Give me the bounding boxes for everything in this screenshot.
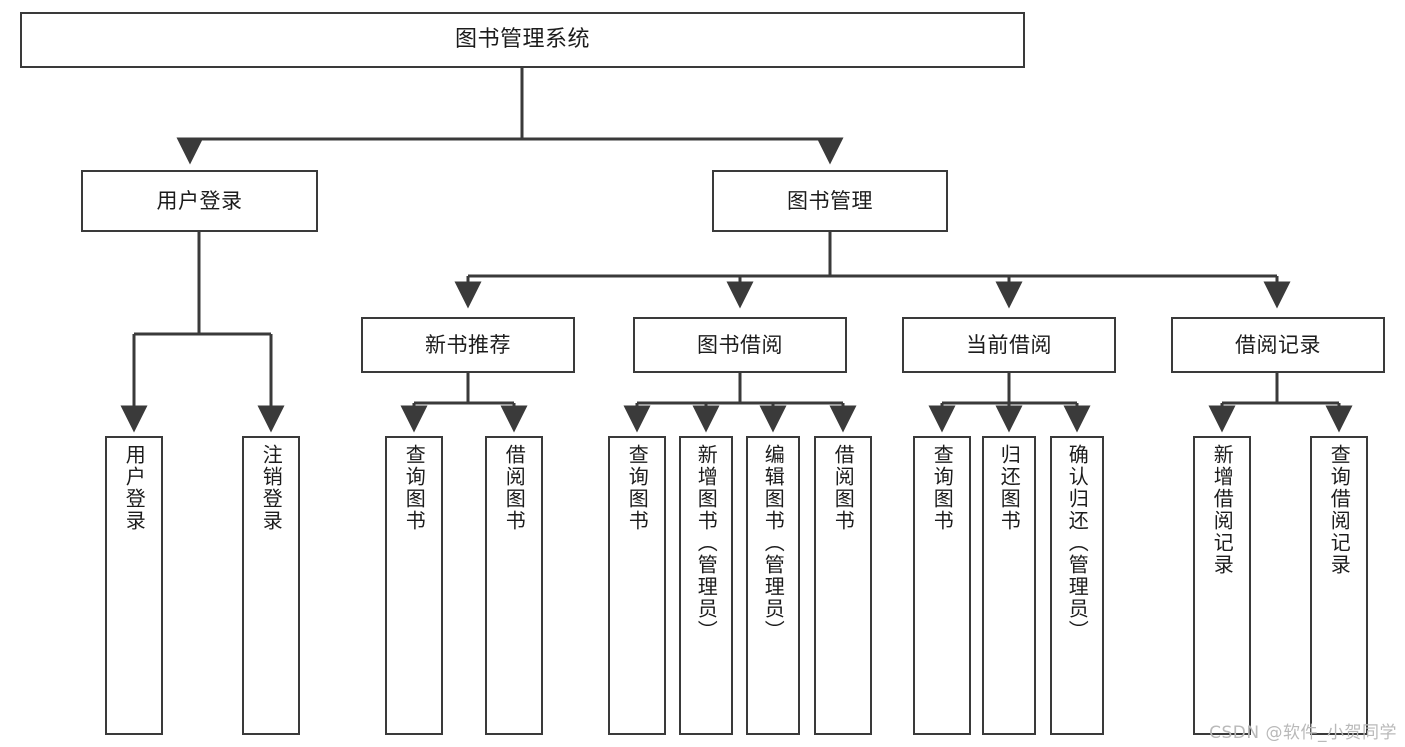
node-leaf-user-login[interactable]: 用户登录 — [105, 436, 163, 735]
node-leaf-return-book[interactable]: 归还图书 — [982, 436, 1036, 735]
node-leaf-add-record-label: 新增借阅记录 — [1210, 444, 1235, 576]
node-leaf-confirm-return-label: 确认归还（管理员） — [1065, 444, 1090, 642]
node-leaf-edit-book-label: 编辑图书（管理员） — [761, 444, 786, 642]
node-leaf-query-record[interactable]: 查询借阅记录 — [1310, 436, 1368, 735]
node-leaf-logout-login-label: 注销登录 — [259, 444, 284, 532]
node-leaf-add-record[interactable]: 新增借阅记录 — [1193, 436, 1251, 735]
node-leaf-query-book-2-label: 查询图书 — [625, 444, 650, 532]
node-leaf-query-book-2[interactable]: 查询图书 — [608, 436, 666, 735]
node-new-book-recommend[interactable]: 新书推荐 — [361, 317, 575, 373]
node-leaf-edit-book[interactable]: 编辑图书（管理员） — [746, 436, 800, 735]
node-leaf-query-record-label: 查询借阅记录 — [1327, 444, 1352, 576]
node-leaf-query-book-3-label: 查询图书 — [930, 444, 955, 532]
node-leaf-borrow-book-1-label: 借阅图书 — [502, 444, 527, 532]
node-leaf-borrow-book-1[interactable]: 借阅图书 — [485, 436, 543, 735]
node-new-book-recommend-label: 新书推荐 — [425, 332, 511, 357]
node-leaf-user-login-label: 用户登录 — [122, 444, 147, 532]
node-leaf-add-book[interactable]: 新增图书（管理员） — [679, 436, 733, 735]
node-book-borrow[interactable]: 图书借阅 — [633, 317, 847, 373]
node-book-borrow-label: 图书借阅 — [697, 332, 783, 357]
node-leaf-borrow-book-2-label: 借阅图书 — [831, 444, 856, 532]
node-user-login-label: 用户登录 — [156, 188, 243, 213]
node-current-borrow[interactable]: 当前借阅 — [902, 317, 1116, 373]
node-book-manage-label: 图书管理 — [787, 188, 873, 213]
node-leaf-query-book-1-label: 查询图书 — [402, 444, 427, 532]
node-leaf-logout-login[interactable]: 注销登录 — [242, 436, 300, 735]
node-borrow-record[interactable]: 借阅记录 — [1171, 317, 1385, 373]
node-root[interactable]: 图书管理系统 — [20, 12, 1025, 68]
node-borrow-record-label: 借阅记录 — [1235, 332, 1321, 357]
csdn-watermark: CSDN @软件_小贺同学 — [1209, 723, 1397, 743]
node-leaf-confirm-return[interactable]: 确认归还（管理员） — [1050, 436, 1104, 735]
node-root-label: 图书管理系统 — [454, 27, 590, 53]
node-user-login[interactable]: 用户登录 — [81, 170, 318, 232]
node-leaf-add-book-label: 新增图书（管理员） — [694, 444, 719, 642]
node-current-borrow-label: 当前借阅 — [966, 332, 1052, 357]
node-leaf-query-book-1[interactable]: 查询图书 — [385, 436, 443, 735]
node-leaf-return-book-label: 归还图书 — [997, 444, 1022, 532]
node-leaf-borrow-book-2[interactable]: 借阅图书 — [814, 436, 872, 735]
node-book-manage[interactable]: 图书管理 — [712, 170, 948, 232]
node-leaf-query-book-3[interactable]: 查询图书 — [913, 436, 971, 735]
